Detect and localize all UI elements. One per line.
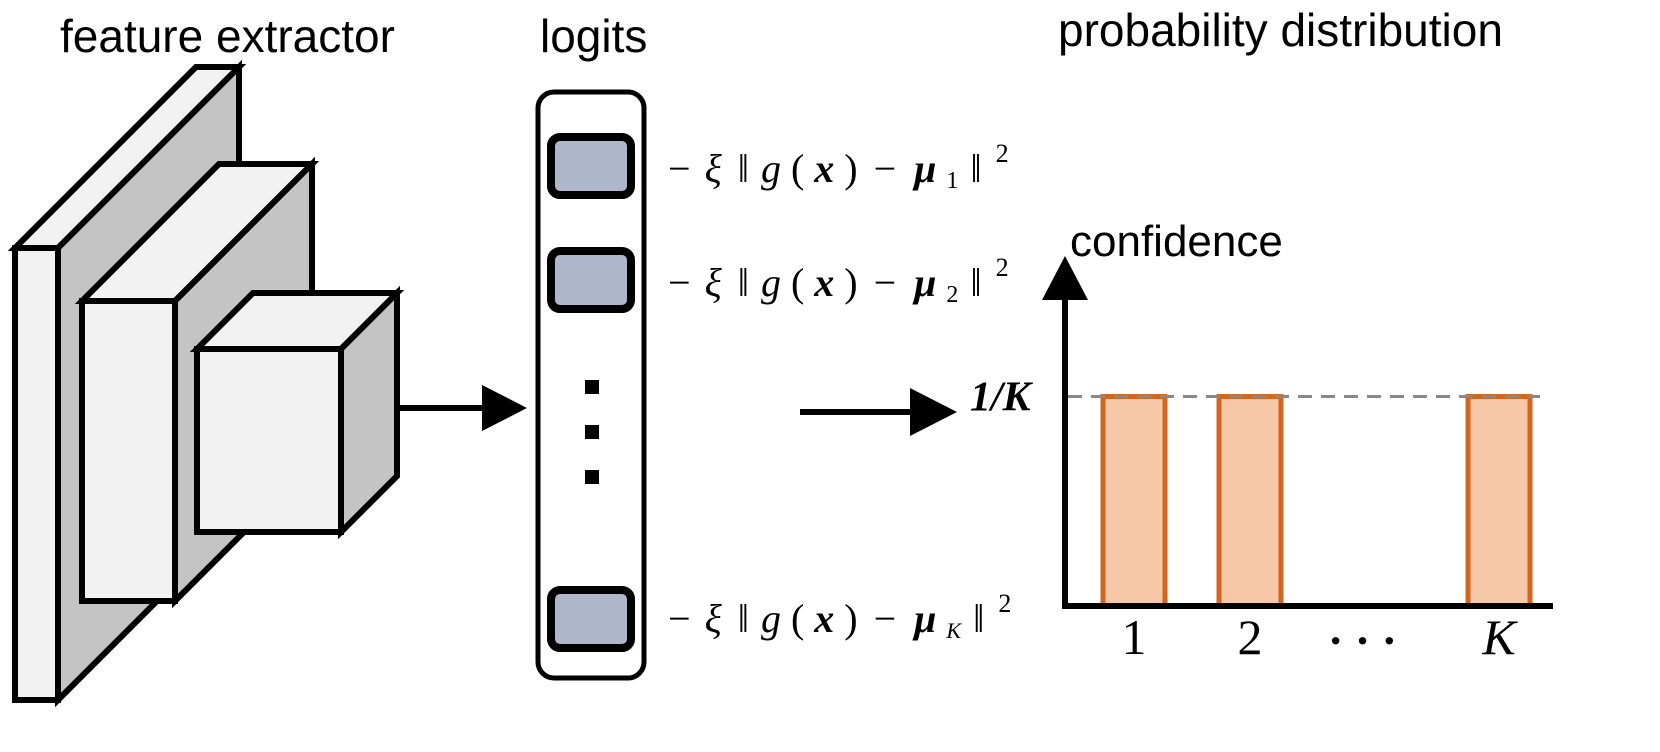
feature-extractor-title: feature extractor: [60, 10, 395, 62]
arrow-to-distribution: [800, 388, 957, 436]
bar-k: [1465, 394, 1533, 609]
logit-cell-k: [547, 586, 635, 652]
uniform-level-label: 1/K: [970, 375, 1034, 421]
tick-label-1: 1: [1122, 609, 1147, 665]
feature-block-2-front: [79, 298, 178, 604]
bar-1: [1100, 394, 1168, 609]
logits-column: [535, 89, 647, 681]
logit-formula-1: − ξ ‖ g ( x ) − μ 1 ‖ 2: [668, 139, 1009, 197]
logit-cell-1: [547, 133, 635, 199]
tick-label-2: 2: [1238, 609, 1263, 665]
logit-cell-2: [547, 247, 635, 313]
tick-label-ellipsis: · · ·: [1328, 615, 1397, 666]
y-axis-arrowhead: [1042, 256, 1088, 300]
probability-chart: confidence 1/K 1 2 K · · ·: [970, 217, 1553, 666]
arrow-to-logits: [397, 385, 527, 431]
chart-bars: [1100, 394, 1533, 609]
feature-block-1-front: [12, 245, 61, 703]
confidence-axis-label: confidence: [1070, 217, 1283, 266]
tick-label-k: K: [1481, 609, 1518, 665]
svg-text:− ξ ‖ g: − ξ ‖ g ( x ) − μ K ‖ 2: [668, 589, 1011, 647]
bar-2: [1216, 394, 1284, 609]
logit-ellipsis: [585, 380, 599, 484]
feature-block-3-front: [194, 346, 344, 535]
feature-block-3: [189, 285, 405, 540]
logit-formula-2: − ξ ‖ g ( x ) − μ 2 ‖ 2: [668, 253, 1009, 311]
svg-text:− ξ ‖ g: − ξ ‖ g ( x ) − μ 2 ‖ 2: [668, 253, 1009, 311]
feature-extractor: [7, 59, 405, 708]
probability-distribution-title: probability distribution: [1058, 4, 1503, 56]
logit-formula-k: − ξ ‖ g ( x ) − μ K ‖ 2: [668, 589, 1011, 647]
chart-tick-labels: 1 2 K: [1122, 609, 1519, 665]
logits-title: logits: [540, 10, 647, 62]
svg-text:− ξ ‖ g: − ξ ‖ g ( x ) − μ 1 ‖ 2: [668, 139, 1009, 197]
